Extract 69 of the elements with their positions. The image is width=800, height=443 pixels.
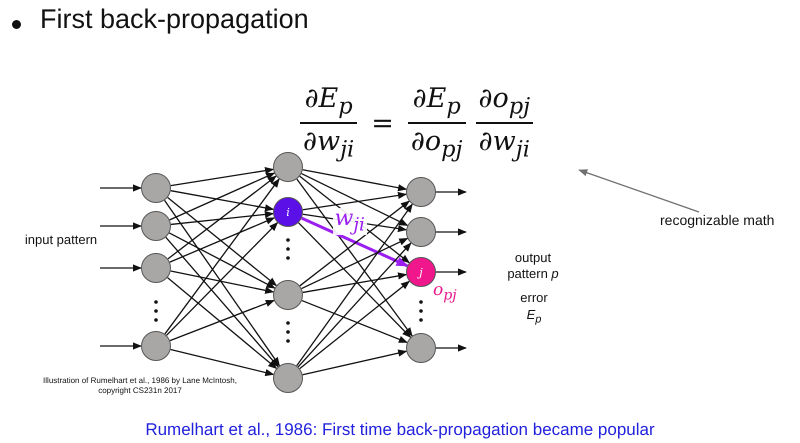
denominator: ∂w$_{ji}$ bbox=[302, 126, 356, 164]
arrow bbox=[436, 268, 467, 276]
arrow bbox=[170, 300, 275, 342]
arrow bbox=[298, 242, 412, 368]
arrow bbox=[301, 238, 408, 290]
neuron-circle bbox=[406, 177, 436, 207]
arrow bbox=[301, 216, 408, 268]
arrow bbox=[436, 228, 467, 236]
arrow bbox=[302, 350, 408, 376]
neuron-circle bbox=[273, 152, 303, 182]
neuron-circle bbox=[141, 173, 171, 203]
arrow bbox=[302, 300, 408, 344]
arrow bbox=[298, 222, 412, 338]
arrow bbox=[170, 348, 274, 376]
arrow bbox=[167, 277, 278, 369]
arrow bbox=[170, 270, 274, 294]
equals-sign: = bbox=[370, 108, 395, 138]
arrow bbox=[166, 222, 278, 336]
output-label: o$_{pj}$ bbox=[433, 280, 457, 304]
arrow bbox=[296, 178, 413, 337]
arrow bbox=[164, 200, 280, 366]
arrow bbox=[169, 232, 276, 289]
arrow bbox=[170, 167, 274, 186]
neuron-circle bbox=[141, 253, 171, 283]
arrow bbox=[578, 169, 700, 213]
neuron-label: j bbox=[419, 266, 423, 278]
caption: Rumelhart et al., 1986: First time back-propagation became popular bbox=[144, 420, 656, 440]
arrow bbox=[165, 236, 279, 368]
arrow bbox=[302, 272, 408, 294]
arrow bbox=[168, 176, 277, 260]
label: E$_{p}$ bbox=[526, 307, 542, 328]
arrow bbox=[167, 196, 278, 286]
arrow bbox=[170, 190, 274, 212]
arrow bbox=[296, 203, 413, 366]
label: error bbox=[519, 290, 549, 306]
neuron-circle bbox=[141, 331, 171, 361]
arrow bbox=[100, 264, 142, 272]
numerator: ∂E$_{p}$ bbox=[304, 82, 354, 120]
arrow bbox=[302, 192, 408, 210]
edge-label: w$_{ji}$ bbox=[332, 208, 367, 235]
numerator: ∂o$_{pj}$ bbox=[478, 82, 532, 120]
label: input pattern bbox=[24, 232, 98, 248]
arrow bbox=[100, 222, 142, 230]
arrow bbox=[299, 280, 410, 370]
neuron-circle bbox=[273, 197, 303, 227]
arrow bbox=[299, 200, 410, 286]
arrow bbox=[436, 344, 467, 352]
neuron-label: i bbox=[286, 206, 290, 218]
credit-text: Illustration of Rumelhart et al., 1986 by Lane McIntosh, copyright CS231n 2017 bbox=[42, 376, 238, 396]
denominator: ∂o$_{pj}$ bbox=[410, 126, 464, 164]
neuron-circle bbox=[273, 280, 303, 310]
arrow bbox=[100, 184, 142, 192]
neuron-circle bbox=[141, 211, 171, 241]
neuron-circle bbox=[273, 363, 303, 393]
arrow bbox=[436, 188, 467, 196]
arrow bbox=[301, 173, 408, 226]
arrow bbox=[169, 172, 276, 220]
arrow bbox=[170, 217, 276, 263]
annotation-text: recognizable math bbox=[660, 212, 774, 228]
arrow bbox=[164, 178, 280, 334]
arrow bbox=[302, 169, 408, 192]
arrow bbox=[100, 342, 142, 350]
numerator: ∂E$_{p}$ bbox=[412, 82, 462, 120]
neuron-circle bbox=[406, 333, 436, 363]
arrow bbox=[170, 210, 274, 226]
label: output pattern p bbox=[506, 250, 560, 282]
title: First back-propagation bbox=[40, 4, 309, 35]
neuron-circle bbox=[406, 217, 436, 247]
denominator: ∂w$_{ji}$ bbox=[478, 126, 531, 164]
